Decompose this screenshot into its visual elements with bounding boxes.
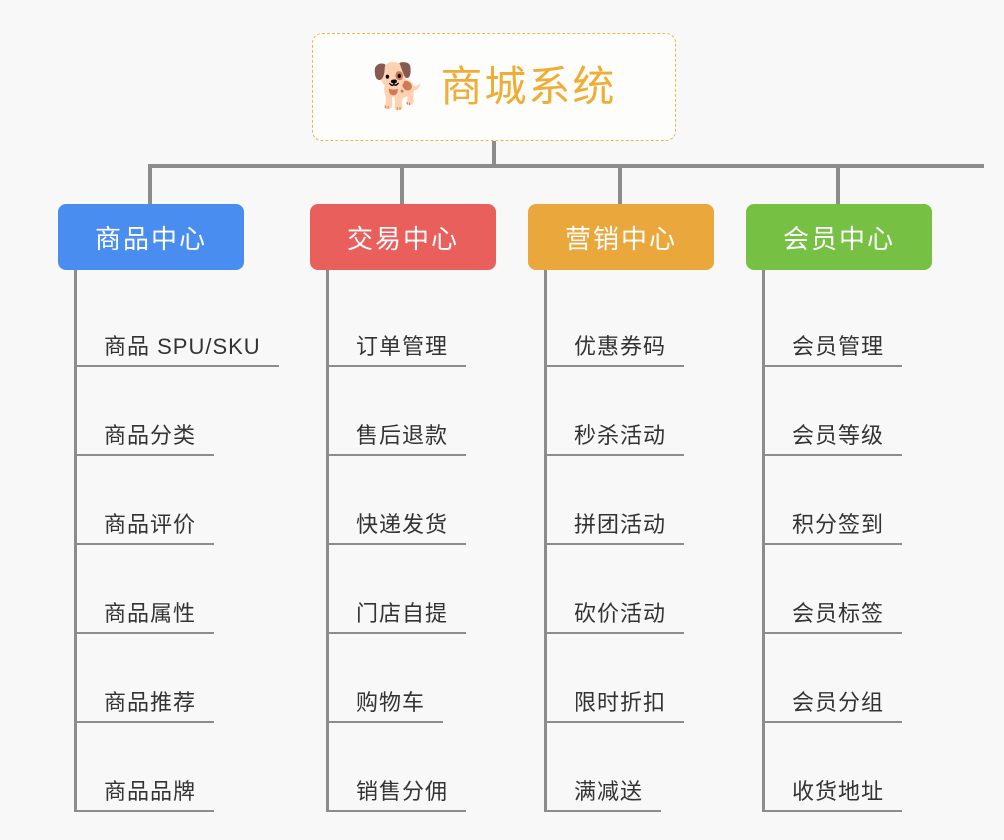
list-item-label: 会员等级 (762, 423, 903, 456)
connector-root-stem (492, 141, 496, 168)
connector-drop-1 (148, 164, 152, 204)
category-header-label: 商品中心 (94, 223, 207, 254)
list-item-label: 门店自提 (326, 601, 467, 634)
list-item[interactable]: 限时折扣 (544, 634, 768, 723)
category-columns: 商品中心 商品 SPU/SKU 商品分类 商品评价 商品属性 商品推荐 商品品牌… (0, 204, 1004, 840)
category-header-label: 会员中心 (782, 223, 895, 254)
list-item-label: 商品品牌 (74, 779, 215, 812)
list-item[interactable]: 商品属性 (74, 545, 298, 634)
leaf-list-product: 商品 SPU/SKU 商品分类 商品评价 商品属性 商品推荐 商品品牌 (74, 270, 298, 812)
root-node[interactable]: 🐕 商城系统 (312, 33, 676, 141)
category-header-label: 交易中心 (346, 223, 459, 254)
list-item[interactable]: 满减送 (544, 723, 768, 812)
leaf-list-marketing: 优惠券码 秒杀活动 拼团活动 砍价活动 限时折扣 满减送 (544, 270, 768, 812)
list-item-label: 商品分类 (74, 423, 215, 456)
list-item[interactable]: 会员标签 (762, 545, 986, 634)
list-item[interactable]: 商品品牌 (74, 723, 298, 812)
list-item[interactable]: 商品 SPU/SKU (74, 278, 298, 367)
list-item-label: 积分签到 (762, 512, 903, 545)
connector-spine (544, 270, 547, 812)
leaf-list-member: 会员管理 会员等级 积分签到 会员标签 会员分组 收货地址 (762, 270, 986, 812)
list-item-label: 会员标签 (762, 601, 903, 634)
list-item-label: 商品推荐 (74, 690, 215, 723)
list-item-label: 秒杀活动 (544, 423, 685, 456)
list-item-label: 拼团活动 (544, 512, 685, 545)
list-item[interactable]: 会员分组 (762, 634, 986, 723)
category-column-member: 会员中心 会员管理 会员等级 积分签到 会员标签 会员分组 收货地址 (746, 204, 986, 812)
list-item-label: 满减送 (544, 779, 662, 812)
list-item[interactable]: 拼团活动 (544, 456, 768, 545)
connector-drop-2 (400, 164, 404, 204)
list-item-label: 优惠券码 (544, 334, 685, 367)
category-column-product: 商品中心 商品 SPU/SKU 商品分类 商品评价 商品属性 商品推荐 商品品牌 (58, 204, 298, 812)
list-item-label: 售后退款 (326, 423, 467, 456)
list-item[interactable]: 秒杀活动 (544, 367, 768, 456)
list-item-label: 快递发货 (326, 512, 467, 545)
list-item-label: 商品评价 (74, 512, 215, 545)
list-item-label: 限时折扣 (544, 690, 685, 723)
category-header-product[interactable]: 商品中心 (58, 204, 244, 270)
list-item[interactable]: 快递发货 (326, 456, 550, 545)
list-item-label: 订单管理 (326, 334, 467, 367)
list-item[interactable]: 积分签到 (762, 456, 986, 545)
connector-spine (762, 270, 765, 812)
list-item[interactable]: 会员等级 (762, 367, 986, 456)
list-item[interactable]: 商品推荐 (74, 634, 298, 723)
list-item-label: 购物车 (326, 690, 444, 723)
list-item[interactable]: 购物车 (326, 634, 550, 723)
category-header-label: 营销中心 (564, 223, 677, 254)
shiba-inu-icon: 🐕 (371, 62, 427, 111)
list-item[interactable]: 订单管理 (326, 278, 550, 367)
leaf-list-trade: 订单管理 售后退款 快递发货 门店自提 购物车 销售分佣 (326, 270, 550, 812)
category-header-trade[interactable]: 交易中心 (310, 204, 496, 270)
list-item-label: 商品属性 (74, 601, 215, 634)
category-column-marketing: 营销中心 优惠券码 秒杀活动 拼团活动 砍价活动 限时折扣 满减送 (528, 204, 768, 812)
list-item-label: 砍价活动 (544, 601, 685, 634)
connector-drop-4 (836, 164, 840, 204)
list-item[interactable]: 收货地址 (762, 723, 986, 812)
list-item[interactable]: 会员管理 (762, 278, 986, 367)
list-item-label: 收货地址 (762, 779, 903, 812)
connector-spine (326, 270, 329, 812)
list-item[interactable]: 砍价活动 (544, 545, 768, 634)
list-item[interactable]: 销售分佣 (326, 723, 550, 812)
list-item[interactable]: 优惠券码 (544, 278, 768, 367)
list-item-label: 会员管理 (762, 334, 903, 367)
list-item-label: 销售分佣 (326, 779, 467, 812)
list-item-label: 会员分组 (762, 690, 903, 723)
list-item[interactable]: 商品分类 (74, 367, 298, 456)
connector-drop-3 (618, 164, 622, 204)
root-title: 商城系统 (440, 63, 617, 110)
list-item-label: 商品 SPU/SKU (74, 334, 279, 367)
connector-spine (74, 270, 77, 812)
list-item[interactable]: 商品评价 (74, 456, 298, 545)
list-item[interactable]: 门店自提 (326, 545, 550, 634)
category-header-member[interactable]: 会员中心 (746, 204, 932, 270)
category-column-trade: 交易中心 订单管理 售后退款 快递发货 门店自提 购物车 销售分佣 (310, 204, 550, 812)
list-item[interactable]: 售后退款 (326, 367, 550, 456)
category-header-marketing[interactable]: 营销中心 (528, 204, 714, 270)
connector-horizontal-bus (148, 164, 984, 168)
